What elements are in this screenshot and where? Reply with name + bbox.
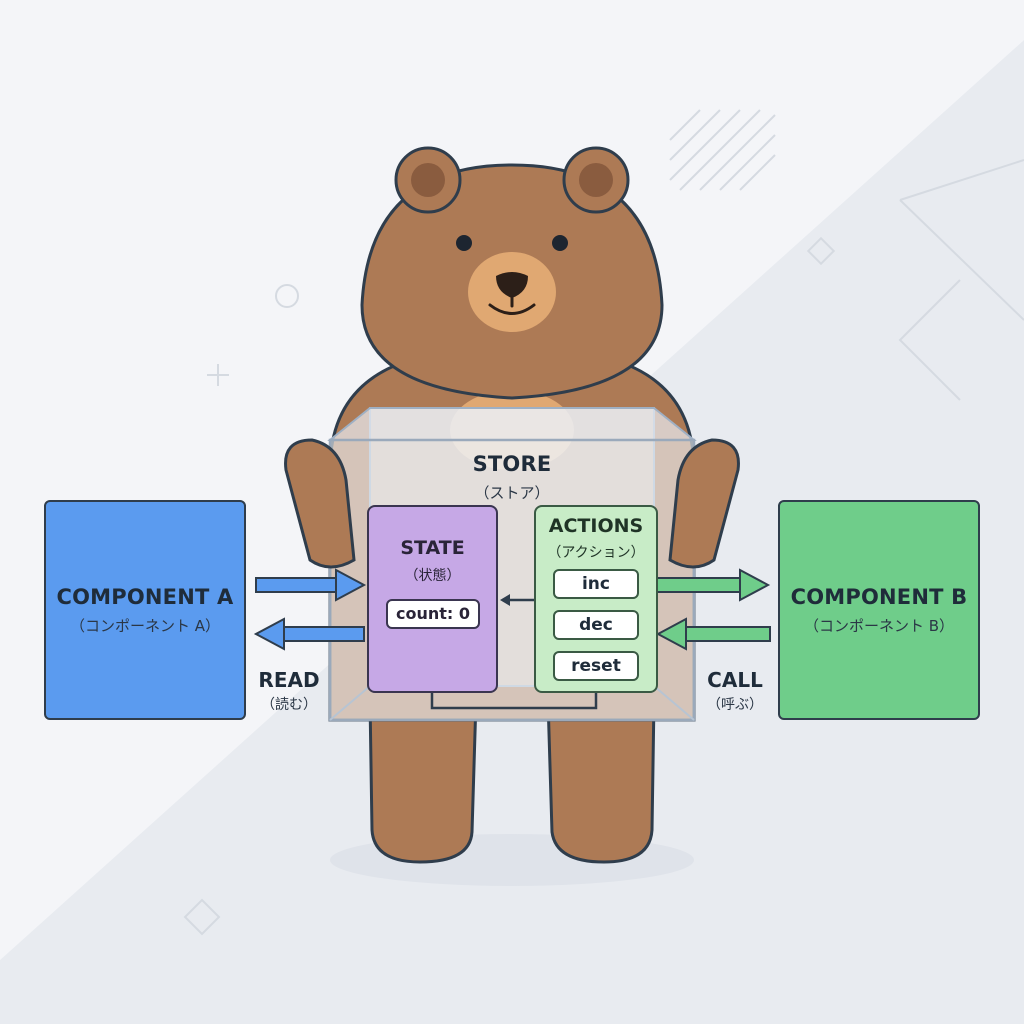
store-title: STORE xyxy=(472,452,552,476)
call-label: CALL xyxy=(707,668,763,692)
call-flow-label: CALL （呼ぶ） xyxy=(692,668,778,714)
component-a-subtitle: （コンポーネント A） xyxy=(69,616,221,635)
state-panel: STATE （状態） count: 0 xyxy=(367,505,498,693)
component-a-title: COMPONENT A xyxy=(56,584,234,609)
store-label: STORE （ストア） xyxy=(420,452,604,503)
actions-title: ACTIONS xyxy=(548,515,644,537)
component-b: COMPONENT B （コンポーネント B） xyxy=(778,500,980,720)
call-arrow xyxy=(653,568,771,651)
store-subtitle: （ストア） xyxy=(474,484,550,502)
actions-panel: ACTIONS （アクション） inc dec reset xyxy=(534,505,658,693)
state-subtitle: （状態） xyxy=(404,568,461,584)
inc-button[interactable]: inc xyxy=(553,569,639,599)
reset-button[interactable]: reset xyxy=(553,651,639,681)
read-label: READ xyxy=(258,668,320,692)
component-a: COMPONENT A （コンポーネント A） xyxy=(44,500,246,720)
read-arrow xyxy=(253,568,367,651)
state-title: STATE xyxy=(400,537,465,559)
read-sublabel: （読む） xyxy=(261,697,317,713)
component-b-subtitle: （コンポーネント B） xyxy=(803,616,955,635)
component-b-title: COMPONENT B xyxy=(790,584,968,609)
actions-subtitle: （アクション） xyxy=(547,545,645,561)
call-sublabel: （呼ぶ） xyxy=(707,697,763,713)
read-flow-label: READ （読む） xyxy=(246,668,332,714)
dec-button[interactable]: dec xyxy=(553,610,639,640)
count-value: count: 0 xyxy=(386,599,480,629)
